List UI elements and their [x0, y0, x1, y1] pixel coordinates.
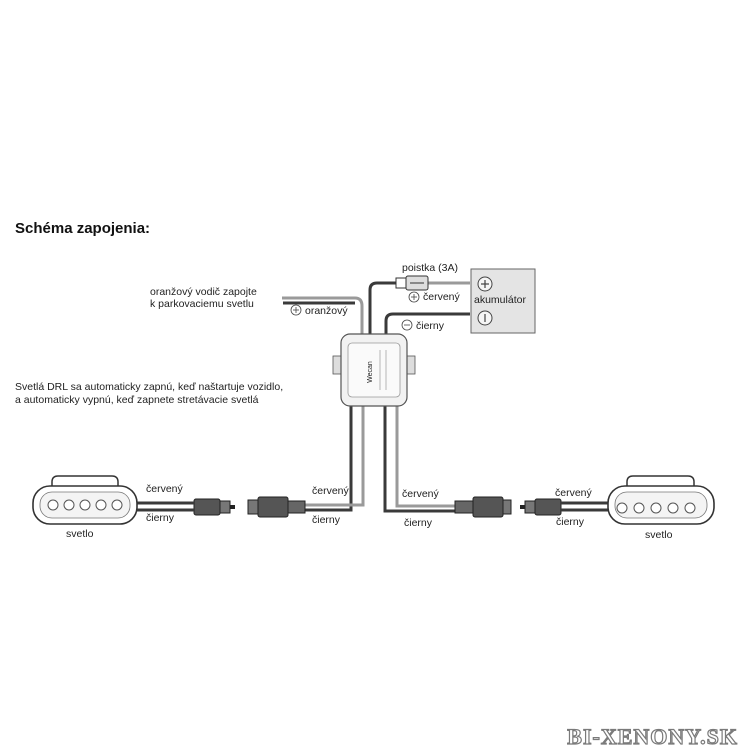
drl-note-line2: a automaticky vypnú, keď zapnete stretáv…	[15, 394, 259, 406]
left-light-connector	[193, 498, 235, 516]
battery-black-label: čierny	[416, 320, 445, 332]
battery-red-label: červený	[423, 291, 461, 303]
module-left-red-wire	[305, 404, 353, 512]
right-light-connector	[520, 498, 562, 516]
drl-note-line1: Svetlá DRL sa automaticky zapnú, keď naš…	[15, 381, 283, 393]
module-brand: Wecan	[367, 361, 374, 383]
fuse-label: poistka (3A)	[402, 262, 458, 274]
module-right-black-wire	[395, 404, 455, 508]
center-right-red-label: červený	[402, 488, 440, 500]
right-light-name: svetlo	[645, 529, 673, 541]
center-left-connector	[247, 496, 306, 518]
module-right-red-wire	[383, 404, 455, 513]
module-left-black-wire	[305, 404, 365, 507]
orange-note-line2: k parkovaciemu svetlu	[150, 298, 254, 310]
center-right-connector	[454, 496, 512, 518]
orange-wire-label: oranžový	[305, 305, 348, 317]
fuse-icon	[395, 275, 429, 291]
plus-circle-icon	[290, 304, 302, 316]
left-light-name: svetlo	[66, 528, 94, 540]
minus-circle-icon	[477, 310, 493, 326]
left-light-black-label: čierny	[146, 512, 175, 524]
minus-circle-icon	[401, 319, 413, 331]
right-drl-light	[607, 475, 715, 525]
orange-wire	[282, 296, 364, 336]
watermark: BI-XENONY.SK	[567, 724, 738, 749]
right-light-black-label: čierny	[556, 516, 585, 528]
plus-circle-icon	[477, 276, 493, 292]
diagram-title: Schéma zapojenia:	[15, 220, 150, 237]
black-battery-wire	[384, 312, 470, 336]
plus-circle-icon	[408, 291, 420, 303]
drl-control-module: Wecan	[332, 333, 416, 407]
battery-label: akumulátor	[474, 294, 526, 306]
red-battery-wire	[368, 281, 410, 336]
center-left-black-label: čierny	[312, 514, 341, 526]
right-light-red-label: červený	[555, 487, 593, 499]
center-right-black-label: čierny	[404, 517, 433, 529]
left-light-red-label: červený	[146, 483, 184, 495]
orange-note-line1: oranžový vodič zapojte	[150, 286, 257, 298]
left-drl-light	[32, 475, 138, 525]
center-left-red-label: červený	[312, 485, 350, 497]
